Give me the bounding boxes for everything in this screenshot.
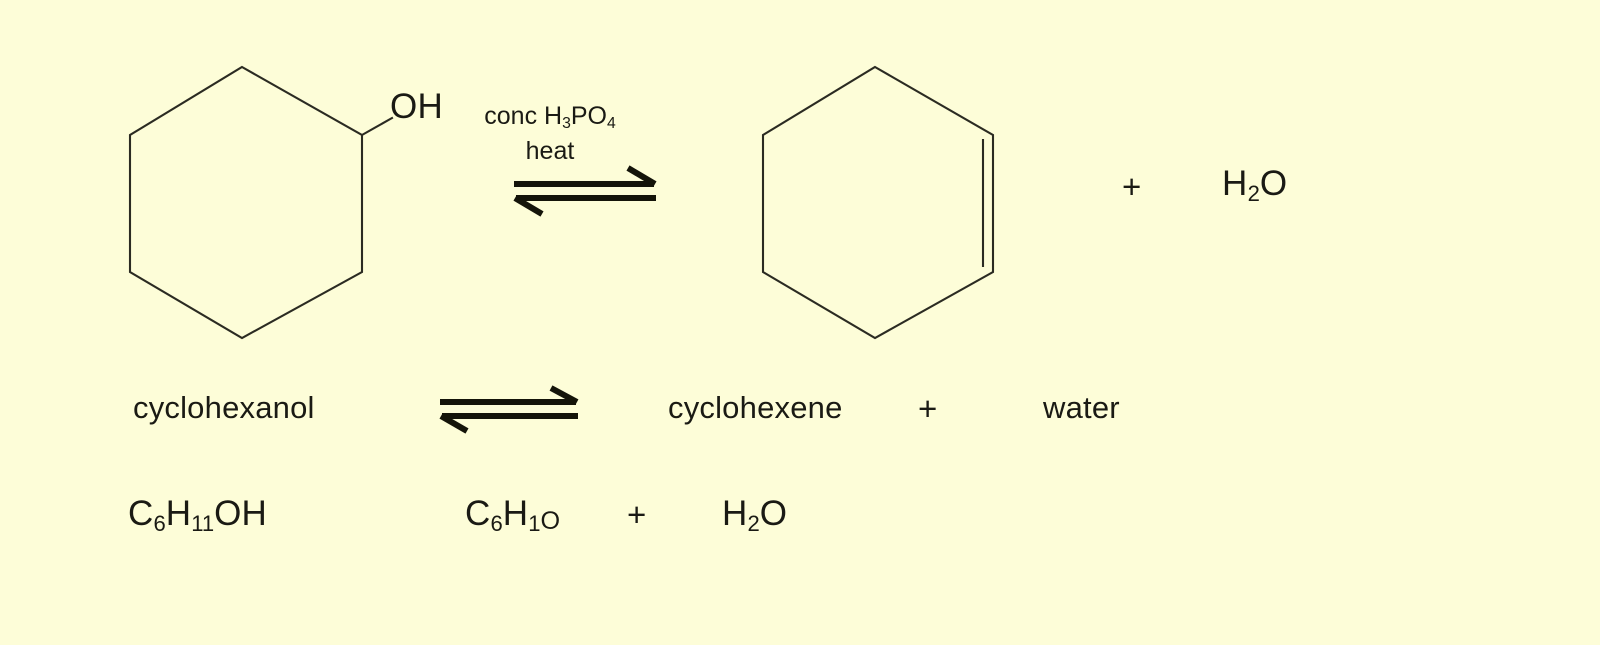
product-formula-h-sub: 1 bbox=[528, 510, 541, 536]
reactant-formula-h: H bbox=[165, 494, 192, 533]
formula-water-h: H bbox=[722, 494, 748, 533]
equilibrium-arrow-main bbox=[512, 165, 658, 217]
cyclohexane-ring-bonds bbox=[128, 65, 364, 340]
reactant-formula-tail: OH bbox=[214, 494, 268, 533]
water-o: O bbox=[1259, 164, 1288, 203]
water-sub-2: 2 bbox=[1247, 180, 1260, 206]
equilibrium-arrow-names-row bbox=[438, 385, 580, 434]
conditions-acid-sub-3: 3 bbox=[562, 115, 571, 133]
formula-water-sub-2: 2 bbox=[747, 510, 760, 536]
product-formula-h: H bbox=[502, 494, 529, 533]
product-formula-c-sub: 6 bbox=[490, 510, 503, 536]
reverse-arrow-head bbox=[513, 195, 544, 217]
product-formula-c: C bbox=[465, 494, 491, 533]
reactant-name-label: cyclohexanol bbox=[133, 390, 315, 425]
formula-row-plus-sign: + bbox=[627, 496, 647, 533]
conditions-acid-prefix: conc H bbox=[484, 102, 563, 130]
hydroxyl-label: OH bbox=[390, 87, 444, 126]
forward-arrow-head-names bbox=[549, 385, 579, 405]
cyclohexene-ring-bonds bbox=[761, 65, 995, 340]
formula-water-o: O bbox=[759, 494, 788, 533]
reactant-formula-c-sub: 6 bbox=[153, 510, 166, 536]
conditions-acid-mid: PO bbox=[570, 102, 607, 130]
cyclohexene-structure bbox=[753, 55, 1013, 355]
forward-arrow-head bbox=[626, 165, 657, 187]
name-row-plus-sign: + bbox=[918, 390, 938, 427]
reactant-formula-label: C6H11OH bbox=[128, 494, 268, 534]
conditions-acid-sub-4: 4 bbox=[606, 115, 616, 133]
top-row-water-formula: H2O bbox=[1222, 164, 1288, 204]
product-formula-label: C6H1O bbox=[465, 494, 560, 534]
water-h: H bbox=[1222, 164, 1248, 203]
reactant-formula-h-sub: 11 bbox=[191, 510, 215, 536]
cyclohexanol-structure bbox=[120, 55, 410, 355]
reactant-formula-c: C bbox=[128, 494, 154, 533]
formula-row-water-formula: H2O bbox=[722, 494, 788, 534]
product-name-label: cyclohexene bbox=[668, 390, 843, 425]
reaction-conditions-line2: heat bbox=[525, 137, 575, 165]
product-formula-h-sub-o: O bbox=[540, 507, 561, 536]
byproduct-name-label: water bbox=[1043, 390, 1120, 425]
top-row-plus-sign: + bbox=[1122, 168, 1142, 205]
reaction-conditions-line1: conc H3PO4 bbox=[442, 102, 658, 133]
reverse-arrow-head-names bbox=[439, 413, 469, 434]
carbon-oxygen-bond bbox=[360, 116, 394, 137]
